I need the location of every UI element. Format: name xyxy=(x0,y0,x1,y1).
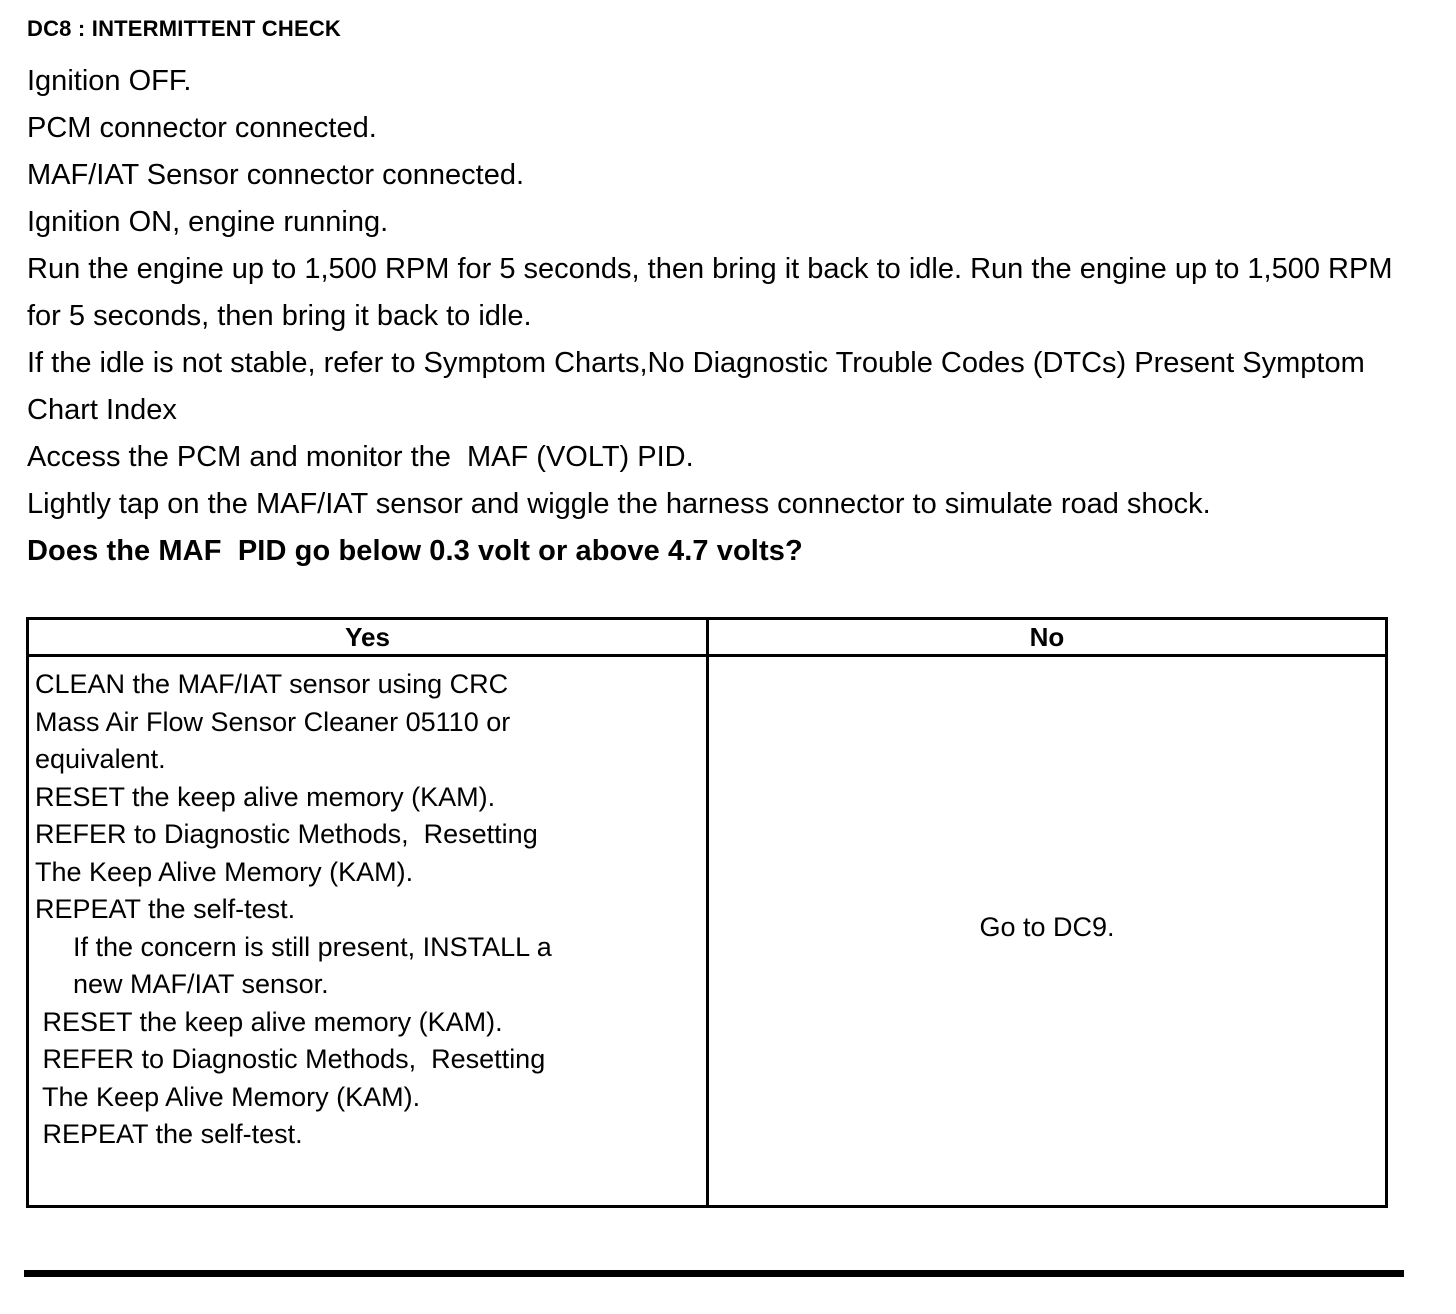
table-cell-no: Go to DC9. xyxy=(709,657,1385,1205)
action-line: The Keep Alive Memory (KAM). xyxy=(35,856,414,887)
step-line: Run the engine up to 1,500 RPM for 5 sec… xyxy=(27,253,1393,332)
action-line: REFER to Diagnostic Methods, Resetting xyxy=(35,1044,546,1074)
decision-question: Does the MAF PID go below 0.3 volt or ab… xyxy=(27,535,803,567)
step-line: MAF/IAT Sensor connector connected. xyxy=(27,159,525,191)
procedure-steps: Ignition OFF. PCM connector connected. M… xyxy=(27,58,1407,575)
step-line: Ignition OFF. xyxy=(27,65,192,97)
footer-divider xyxy=(24,1270,1404,1277)
table-cell-yes: CLEAN the MAF/IAT sensor using CRC Mass … xyxy=(29,657,706,1205)
step-line: Access the PCM and monitor the MAF (VOLT… xyxy=(27,441,694,473)
action-line: new MAF/IAT sensor. xyxy=(73,969,329,999)
action-line: RESET the keep alive memory (KAM). xyxy=(35,1006,503,1037)
action-line: The Keep Alive Memory (KAM). xyxy=(35,1081,421,1112)
table-header-no: No xyxy=(1029,622,1065,652)
step-line: Ignition ON, engine running. xyxy=(27,206,389,238)
action-line: RESET the keep alive memory (KAM). xyxy=(35,781,496,812)
action-line: REFER to Diagnostic Methods, Resetting xyxy=(35,819,538,849)
action-line: CLEAN the MAF/IAT sensor using CRC xyxy=(35,669,509,699)
step-line: PCM connector connected. xyxy=(27,112,377,144)
action-line: REPEAT the self-test. xyxy=(35,894,296,924)
action-line: equivalent. xyxy=(35,744,166,774)
action-line: REPEAT the self-test. xyxy=(35,1119,303,1149)
table-header-yes: Yes xyxy=(345,622,390,652)
page-title: DC8 : INTERMITTENT CHECK xyxy=(27,16,342,41)
step-line: Lightly tap on the MAF/IAT sensor and wi… xyxy=(27,488,1211,520)
decision-table: Yes No CLEAN the MAF/IAT sensor using CR… xyxy=(26,617,1388,1208)
action-line: If the concern is still present, INSTALL… xyxy=(73,931,552,962)
action-line: Mass Air Flow Sensor Cleaner 05110 or xyxy=(35,706,511,737)
column-divider xyxy=(706,620,709,1205)
step-line: If the idle is not stable, refer to Symp… xyxy=(27,347,1365,426)
goto-reference: Go to DC9. xyxy=(979,912,1115,943)
